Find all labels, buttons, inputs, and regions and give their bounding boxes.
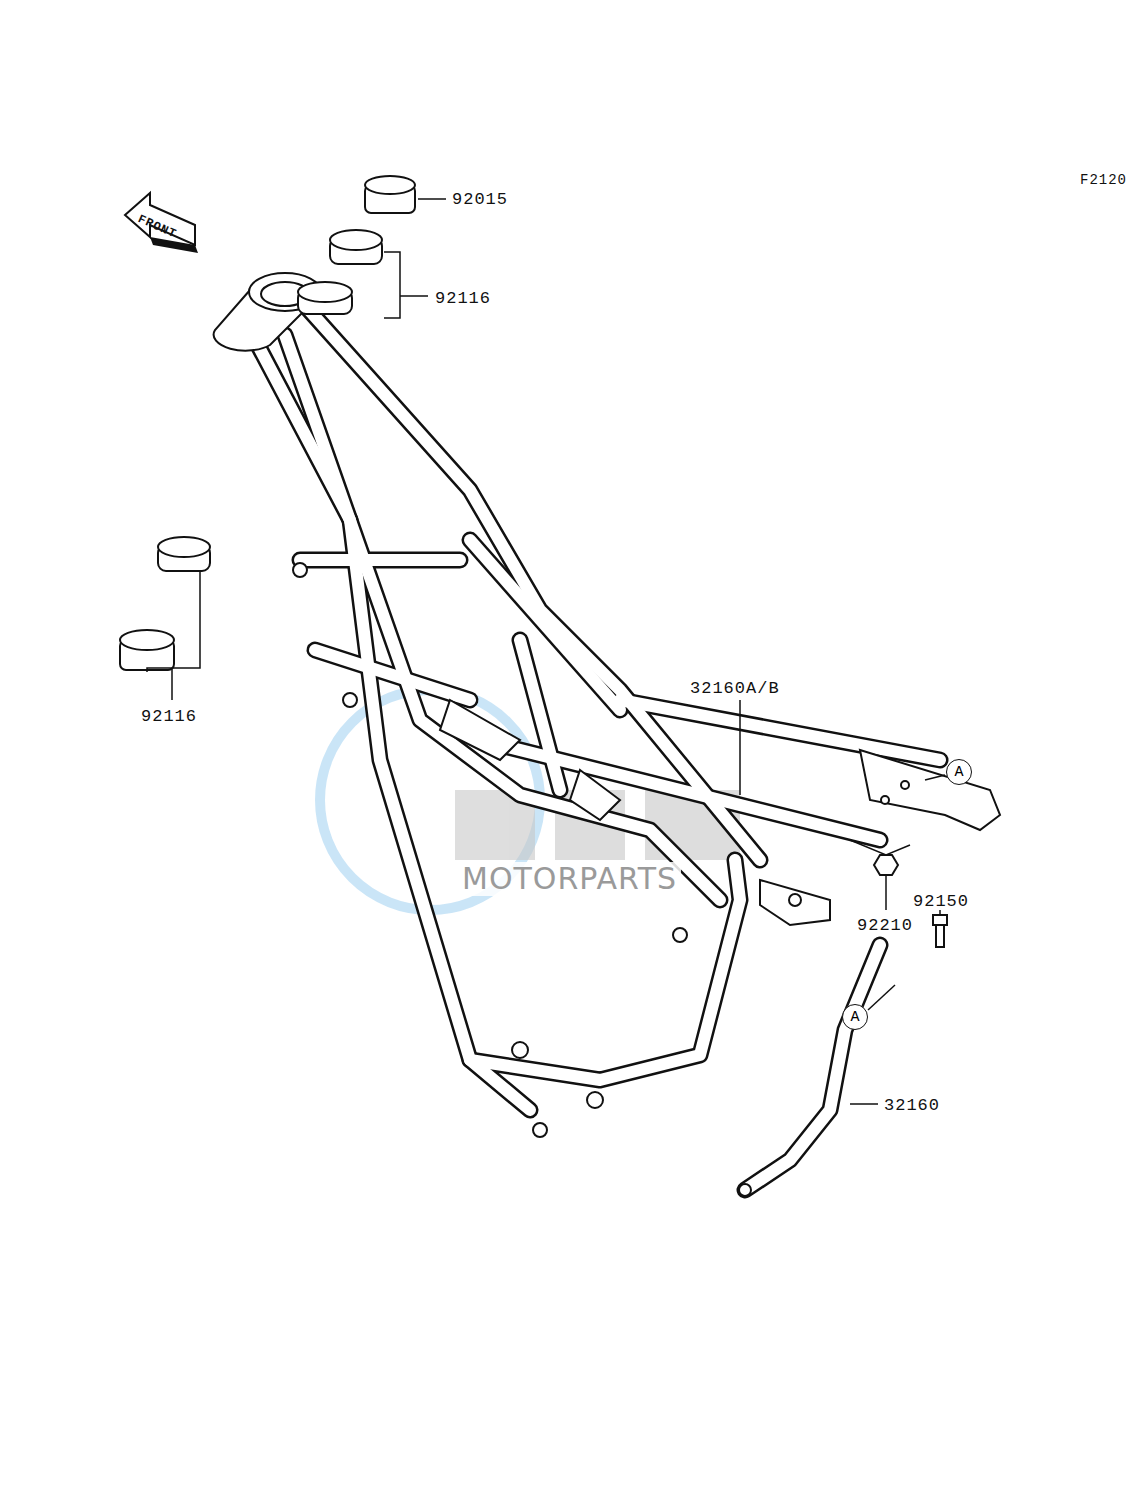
part-number: 92210 bbox=[857, 917, 913, 934]
part-number: 92015 bbox=[452, 191, 508, 208]
leader-lines bbox=[147, 199, 945, 1104]
front-arrow bbox=[125, 193, 198, 253]
reference-letter: A bbox=[954, 765, 963, 780]
reference-circle: A bbox=[946, 759, 972, 785]
frame-tubes bbox=[250, 300, 940, 1190]
part-number: 92150 bbox=[913, 893, 969, 910]
watermark: MOTORPARTS bbox=[458, 862, 681, 896]
figure-code: F2120 bbox=[1080, 173, 1127, 187]
reference-letter: A bbox=[850, 1010, 859, 1025]
reference-circle: A bbox=[842, 1004, 868, 1030]
part-number: 32160 bbox=[884, 1097, 940, 1114]
part-number: 32160A/B bbox=[690, 680, 780, 697]
part-number: 92116 bbox=[435, 290, 491, 307]
part-number: 92116 bbox=[141, 708, 197, 725]
frame-parts bbox=[120, 176, 1000, 1196]
